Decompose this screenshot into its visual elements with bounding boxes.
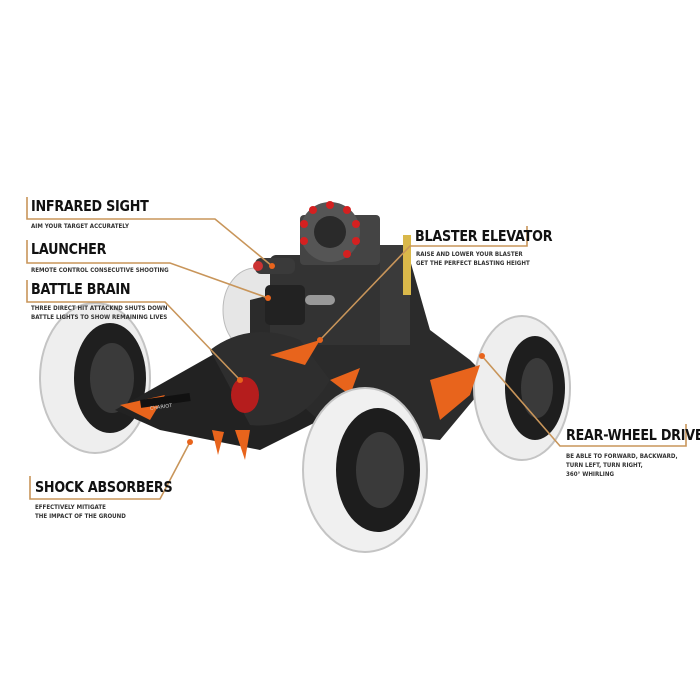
callout-desc-blaster-elevator: RAISE AND LOWER YOUR BLASTER GET THE PER… (416, 250, 530, 268)
callout-title-launcher: LAUNCHER (31, 240, 107, 258)
desc-line: THREE DIRECT HIT ATTACKND SHUTS DOWN (31, 304, 168, 312)
callout-anchor-dots (187, 263, 485, 445)
callout-title-blaster-elevator: BLASTER ELEVATOR (415, 227, 553, 245)
battle-brain-head (210, 332, 360, 460)
desc-line: EFFECTIVELY MITIGATE (35, 503, 106, 511)
callout-title-infrared-sight: INFRARED SIGHT (31, 197, 149, 215)
desc-line: 360° WHIRLING (566, 470, 614, 478)
desc-line: RAISE AND LOWER YOUR BLASTER (416, 250, 523, 258)
callout-title-shock-absorbers: SHOCK ABSORBERS (35, 478, 173, 496)
callout-desc-rear-wheel-drive: BE ABLE TO FORWARD, BACKWARD, TURN LEFT,… (566, 452, 678, 479)
desc-line: GET THE PERFECT BLASTING HEIGHT (416, 259, 530, 267)
desc-line: THE IMPACT OF THE GROUND (35, 512, 126, 520)
desc-line: BATTLE LIGHTS TO SHOW REMAINING LIVES (31, 313, 168, 321)
callout-title-rear-wheel-drive: REAR-WHEEL DRIVE (566, 426, 700, 444)
desc-line: TURN LEFT, TURN RIGHT, (566, 461, 643, 469)
front-right-wheel (302, 387, 428, 553)
callout-desc-launcher: REMOTE CONTROL CONSECUTIVE SHOOTING (31, 266, 169, 274)
blaster-turret (253, 201, 380, 325)
front-left-wheel (39, 302, 151, 454)
callout-desc-infrared-sight: AIM YOUR TARGET ACCURATELY (31, 222, 129, 230)
rear-right-wheel (473, 315, 571, 461)
product-label: CHARIOT (149, 403, 173, 412)
callout-leader-lines (26, 197, 687, 500)
callout-title-battle-brain: BATTLE BRAIN (31, 280, 131, 298)
launcher-block (265, 285, 305, 325)
callout-desc-battle-brain: THREE DIRECT HIT ATTACKND SHUTS DOWN BAT… (31, 304, 168, 322)
desc-line: BE ABLE TO FORWARD, BACKWARD, (566, 452, 678, 460)
callout-desc-shock-absorbers: EFFECTIVELY MITIGATE THE IMPACT OF THE G… (35, 503, 126, 521)
